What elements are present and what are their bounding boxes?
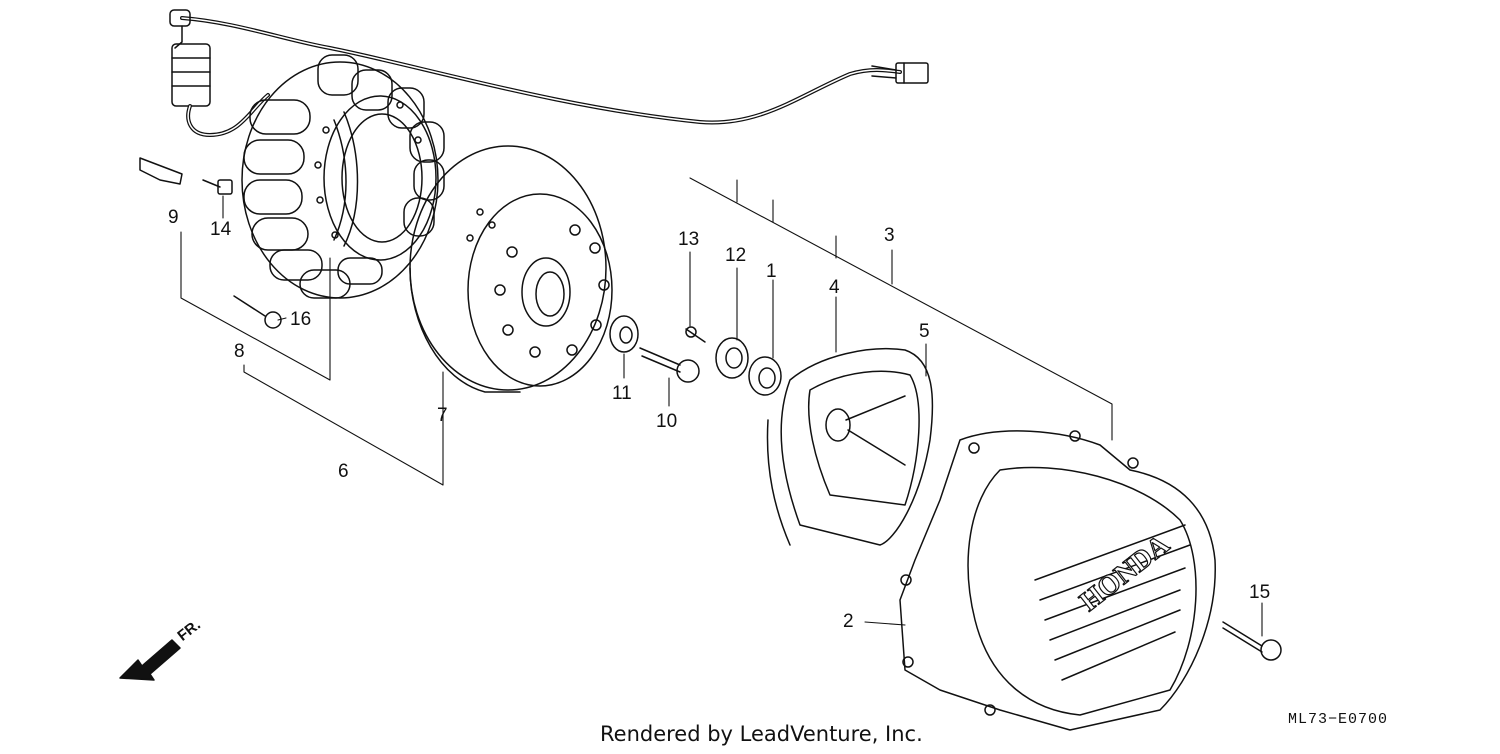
callout-3: 3 — [884, 225, 895, 246]
callout-6: 6 — [338, 461, 349, 482]
left-crankcase-cover — [899, 430, 1216, 731]
washer-12 — [715, 337, 749, 379]
front-direction-arrow — [119, 639, 181, 681]
clip-9 — [139, 157, 183, 185]
cover-gasket — [766, 348, 934, 546]
washer-11 — [609, 315, 639, 353]
footer-credit: Rendered by LeadVenture, Inc. — [600, 722, 923, 746]
leader-lines — [180, 177, 1263, 637]
bolt-10 — [639, 347, 700, 383]
callout-5: 5 — [919, 321, 930, 342]
flywheel-rotor — [409, 145, 613, 393]
callout-15: 15 — [1249, 582, 1271, 603]
bolt-16 — [233, 295, 282, 329]
callout-12: 12 — [725, 245, 747, 266]
bolt-15 — [1222, 621, 1282, 661]
wire-harness — [169, 9, 929, 137]
nut-1 — [748, 356, 782, 396]
callout-16: 16 — [290, 309, 312, 330]
callout-9: 9 — [168, 207, 179, 228]
diagram-code: ML73−E0700 — [1288, 711, 1389, 728]
bolt-14 — [202, 179, 233, 195]
callout-13: 13 — [678, 229, 700, 250]
callout-8: 8 — [234, 341, 245, 362]
stator — [241, 54, 445, 299]
cover-brand-text: HONDA — [1074, 529, 1176, 618]
callout-11: 11 — [612, 383, 632, 404]
callout-7: 7 — [437, 405, 448, 426]
bolt-13 — [685, 326, 706, 343]
callout-4: 4 — [829, 277, 840, 298]
callout-2: 2 — [843, 611, 854, 632]
callout-14: 14 — [210, 219, 232, 240]
callout-1: 1 — [766, 261, 777, 282]
callout-10: 10 — [656, 411, 678, 432]
